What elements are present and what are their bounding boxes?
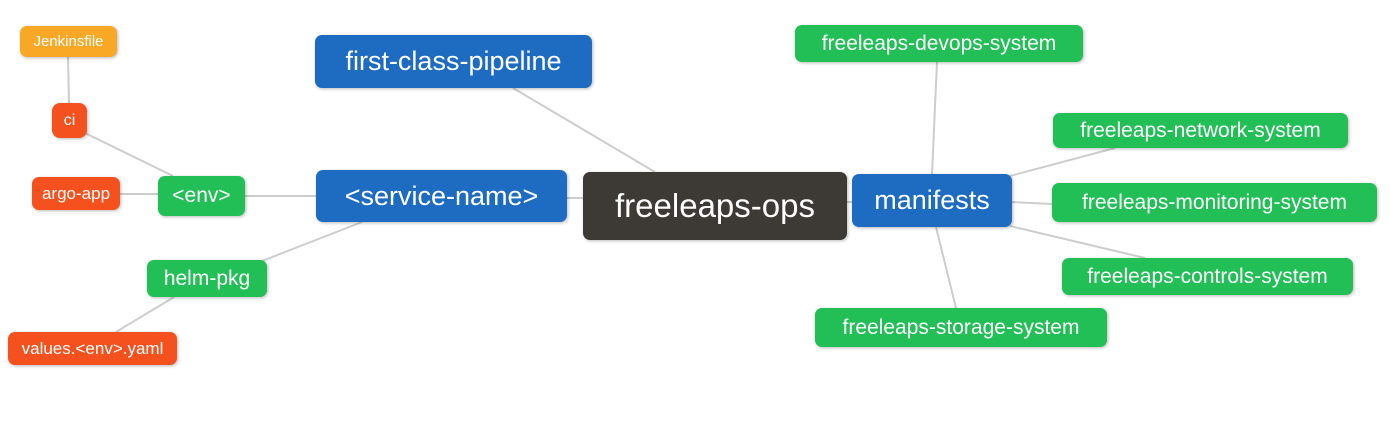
node-ci[interactable]: ci xyxy=(52,103,87,138)
node-freeleaps-network-system[interactable]: freeleaps-network-system xyxy=(1053,113,1348,148)
node-manifests[interactable]: manifests xyxy=(852,174,1012,227)
node-service-name[interactable]: <service-name> xyxy=(316,170,567,222)
edge-jenkinsfile-ci xyxy=(67,56,70,104)
node-argo-app[interactable]: argo-app xyxy=(32,177,120,210)
edge-helm_pkg-values_env_yaml xyxy=(115,296,175,333)
edge-manifests-network_system xyxy=(1009,147,1116,177)
node-freeleaps-devops-system[interactable]: freeleaps-devops-system xyxy=(795,25,1083,62)
edge-ci-env xyxy=(84,132,174,177)
edge-first_class_pipeline-freeleaps_ops xyxy=(512,87,656,173)
node-first-class-pipeline[interactable]: first-class-pipeline xyxy=(315,35,592,88)
node-values-env-yaml[interactable]: values.<env>.yaml xyxy=(8,332,177,365)
node-freeleaps-storage-system[interactable]: freeleaps-storage-system xyxy=(815,308,1107,347)
node-freeleaps-ops[interactable]: freeleaps-ops xyxy=(583,172,847,240)
edge-manifests-controls_system xyxy=(1009,225,1146,259)
edge-manifests-devops_system xyxy=(931,61,938,175)
node-freeleaps-monitoring-system[interactable]: freeleaps-monitoring-system xyxy=(1052,183,1377,222)
edge-service_name-helm_pkg xyxy=(261,221,363,262)
edge-manifests-storage_system xyxy=(935,226,957,309)
edge-manifests-monitoring_system xyxy=(1011,201,1053,205)
node-freeleaps-controls-system[interactable]: freeleaps-controls-system xyxy=(1062,258,1353,295)
node-jenkinsfile[interactable]: Jenkinsfile xyxy=(20,26,117,57)
node-helm-pkg[interactable]: helm-pkg xyxy=(147,260,267,297)
node-env[interactable]: <env> xyxy=(158,176,245,216)
